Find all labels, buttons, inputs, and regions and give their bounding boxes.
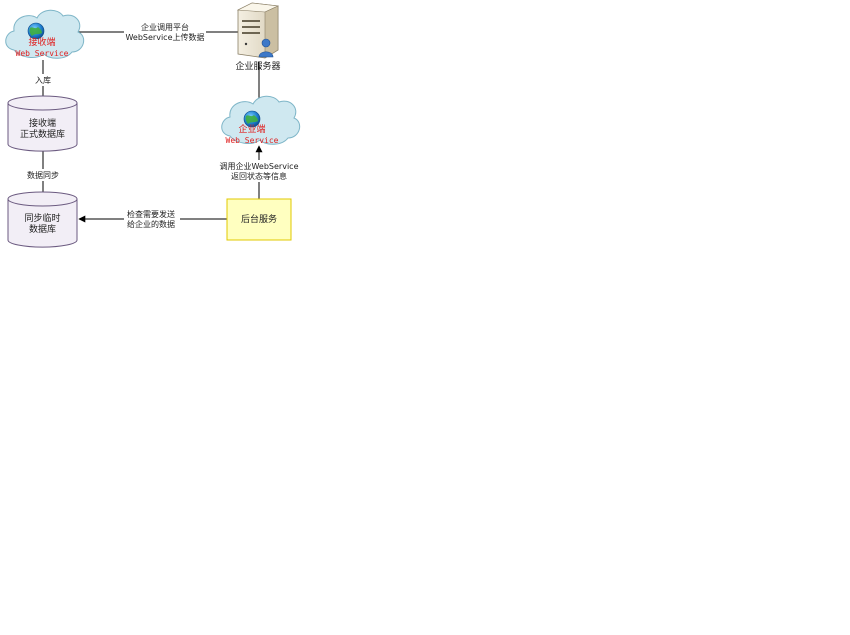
- temp-db-label-line1: 同步临时: [24, 212, 60, 224]
- cylinder-shape: [7, 103, 78, 152]
- backend-service-box: [226, 198, 292, 241]
- formal-db-label-line1: 接收端: [29, 117, 56, 129]
- node-enterprise-server: 企业服务器: [235, 2, 281, 72]
- edge-upload-label-bg: [124, 22, 206, 42]
- backend-service-label: 后台服务: [241, 213, 277, 225]
- edge-check-label-line2: 给企业的数据: [127, 219, 175, 229]
- edge-upload-label-line1: 企业调用平台: [141, 22, 189, 32]
- enterprise-webservice-subtitle: Web Service: [226, 136, 279, 145]
- user-icon: [258, 38, 274, 58]
- edge-check-label-line1: 检查需要发送: [127, 209, 175, 219]
- edge-invoke-label-line2: 返回状态等信息: [231, 171, 287, 181]
- temp-db-label-line2: 数据库: [29, 223, 56, 235]
- edge-check-label-bg: [124, 208, 180, 230]
- cylinder-top: [7, 191, 78, 207]
- enterprise-server-label: 企业服务器: [235, 60, 280, 72]
- cloud-shape: [5, 9, 85, 59]
- node-formal-database: 接收端 正式数据库: [7, 95, 78, 152]
- cylinder-top: [7, 95, 78, 111]
- edge-upload-label-line2: WebService上传数据: [125, 32, 204, 42]
- node-backend-service: 后台服务: [226, 198, 292, 241]
- enterprise-webservice-title: 企业端: [238, 123, 265, 135]
- receiver-webservice-title: 接收端: [28, 36, 55, 48]
- edge-invoke: 调用企业WebService 返回状态等信息: [218, 145, 300, 199]
- edge-sync-label: 数据同步: [27, 170, 59, 180]
- edge-store-label-bg: [32, 74, 54, 86]
- receiver-webservice-subtitle: Web Service: [16, 49, 69, 58]
- node-enterprise-webservice: 企业端 Web Service: [221, 95, 301, 145]
- node-receiver-webservice: 接收端 Web Service: [5, 9, 85, 59]
- server-icon: [236, 2, 280, 59]
- edge-invoke-label-bg: [218, 160, 300, 182]
- formal-db-label-line2: 正式数据库: [20, 128, 65, 140]
- edge-invoke-label-line1: 调用企业WebService: [219, 161, 298, 171]
- edge-sync-label-bg: [24, 169, 62, 181]
- globe-icon: [243, 110, 261, 128]
- cloud-shape: [221, 95, 301, 145]
- node-temp-database: 同步临时 数据库: [7, 191, 78, 248]
- edge-check: 检查需要发送 给企业的数据: [78, 208, 227, 230]
- globe-icon: [27, 22, 45, 40]
- edge-store-label: 入库: [35, 75, 51, 85]
- edge-upload: 企业调用平台 WebService上传数据: [71, 22, 240, 42]
- cylinder-shape: [7, 199, 78, 248]
